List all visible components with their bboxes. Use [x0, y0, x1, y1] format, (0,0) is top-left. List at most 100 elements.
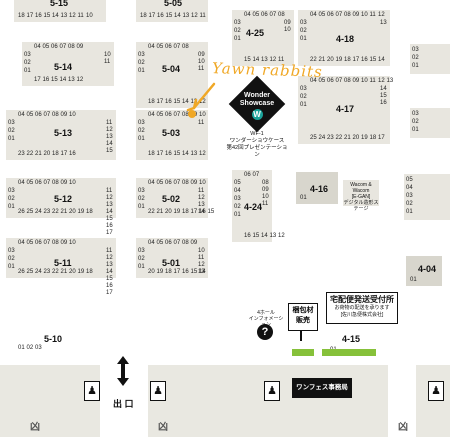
- space-number: 13: [106, 134, 113, 140]
- space-number: 05: [318, 78, 326, 84]
- space-number: 05: [318, 12, 326, 18]
- space-number: 05: [406, 177, 413, 183]
- space-number: 04: [406, 185, 413, 191]
- space-number: 09: [60, 180, 68, 186]
- space-number: 04: [234, 188, 241, 194]
- exit-arrow[interactable]: [116, 356, 130, 386]
- space-number: 11: [106, 120, 113, 126]
- caption-line3: 第42回プレゼンテーション: [226, 145, 288, 158]
- space-number: 12: [199, 99, 206, 105]
- booth-block[interactable]: [406, 256, 442, 286]
- booth-block[interactable]: [298, 76, 390, 144]
- space-number: 06: [327, 12, 334, 18]
- block-label: 4-25: [246, 28, 265, 38]
- space-number: 10: [198, 248, 205, 254]
- space-number: 09: [198, 52, 205, 58]
- space-number: 21: [156, 209, 164, 215]
- space-number: 08: [344, 12, 351, 18]
- space-number: 21: [344, 135, 351, 141]
- space-number: 10: [198, 59, 205, 65]
- block-label: 4-24: [244, 202, 263, 212]
- annotation-arrow: [186, 82, 216, 112]
- space-number: 13: [261, 57, 268, 63]
- space-number: 06: [261, 12, 268, 18]
- space-number: 04: [310, 78, 317, 84]
- space-number: 09: [352, 12, 360, 18]
- space-number: 03: [412, 111, 419, 117]
- space-number: 15: [369, 57, 377, 63]
- booth-block[interactable]: [22, 42, 114, 86]
- space-number: 04: [244, 12, 251, 18]
- space-number: 11: [198, 188, 205, 194]
- person-icon: ♟: [428, 381, 444, 401]
- info-icon[interactable]: ?: [257, 324, 273, 340]
- booth-block[interactable]: [410, 108, 450, 138]
- space-number: 14: [106, 209, 113, 215]
- person-icon: ♟: [264, 381, 280, 401]
- space-number: 11: [369, 78, 376, 84]
- space-number: 07: [59, 44, 67, 50]
- booth-block[interactable]: [296, 172, 338, 204]
- caption-line2: ワンダーショウケース: [229, 138, 285, 144]
- space-number: 03: [8, 248, 15, 254]
- door-icon: 凶: [30, 422, 40, 433]
- space-number: 03: [138, 188, 145, 194]
- booth-block[interactable]: [136, 238, 208, 278]
- space-number: 04: [18, 240, 25, 246]
- space-number: 03: [138, 120, 145, 126]
- space-number: 02: [138, 128, 145, 134]
- space-number: 14: [52, 13, 59, 19]
- space-number: 18: [140, 13, 147, 19]
- booth-block[interactable]: [14, 0, 106, 22]
- space-number: 24: [35, 209, 42, 215]
- booth-block[interactable]: [232, 170, 272, 242]
- booth-block[interactable]: [136, 110, 208, 160]
- space-number: 04: [310, 12, 317, 18]
- space-number: 01: [300, 195, 307, 201]
- block-label: 5-14: [54, 62, 73, 72]
- space-number: 18: [182, 209, 189, 215]
- space-number: 18: [18, 13, 25, 19]
- space-number: 12: [76, 77, 84, 83]
- space-number: 12: [278, 233, 285, 239]
- space-number: 16: [361, 57, 368, 63]
- booth-block[interactable]: [6, 238, 116, 278]
- annotation-text: Yawn rabbits: [211, 59, 324, 81]
- space-number: 05: [234, 180, 241, 186]
- space-number: 20: [43, 151, 51, 157]
- space-number: 19: [173, 209, 181, 215]
- booth-block[interactable]: [6, 178, 116, 218]
- booth-block[interactable]: [136, 42, 208, 108]
- space-number: 03: [234, 196, 241, 202]
- space-number: 15: [106, 276, 113, 282]
- space-number: 16: [69, 151, 76, 157]
- space-number: 17: [34, 77, 41, 83]
- space-number: 25: [26, 209, 34, 215]
- space-number: 03: [138, 52, 145, 58]
- space-number: 01: [234, 36, 241, 42]
- booth-block[interactable]: [6, 110, 116, 160]
- space-number: 01: [8, 136, 15, 142]
- space-number: 11: [198, 255, 205, 261]
- space-number: 06: [165, 44, 172, 50]
- space-number: 16: [165, 151, 172, 157]
- space-number: 14: [182, 151, 189, 157]
- wonder-showcase-caption: WF-1 ワンダーショウケース 第42回プレゼンテーション: [226, 131, 288, 159]
- space-number: 15: [51, 77, 58, 83]
- booth-block[interactable]: [410, 44, 450, 74]
- space-number: 04: [148, 112, 155, 118]
- space-number: 10: [361, 78, 368, 84]
- space-number: 01: [138, 136, 145, 142]
- space-number: 07: [43, 112, 51, 118]
- booth-block[interactable]: [298, 10, 390, 66]
- space-number: 03: [24, 52, 31, 58]
- space-number: 08: [182, 180, 189, 186]
- booth-block[interactable]: [136, 0, 208, 22]
- space-number: 04: [18, 180, 25, 186]
- space-number: 18: [86, 209, 93, 215]
- highlight-marker: [188, 110, 196, 118]
- space-number: 16: [106, 223, 113, 229]
- booth-block[interactable]: [404, 174, 450, 220]
- booth-block[interactable]: [232, 10, 294, 66]
- booth-block[interactable]: [136, 178, 208, 218]
